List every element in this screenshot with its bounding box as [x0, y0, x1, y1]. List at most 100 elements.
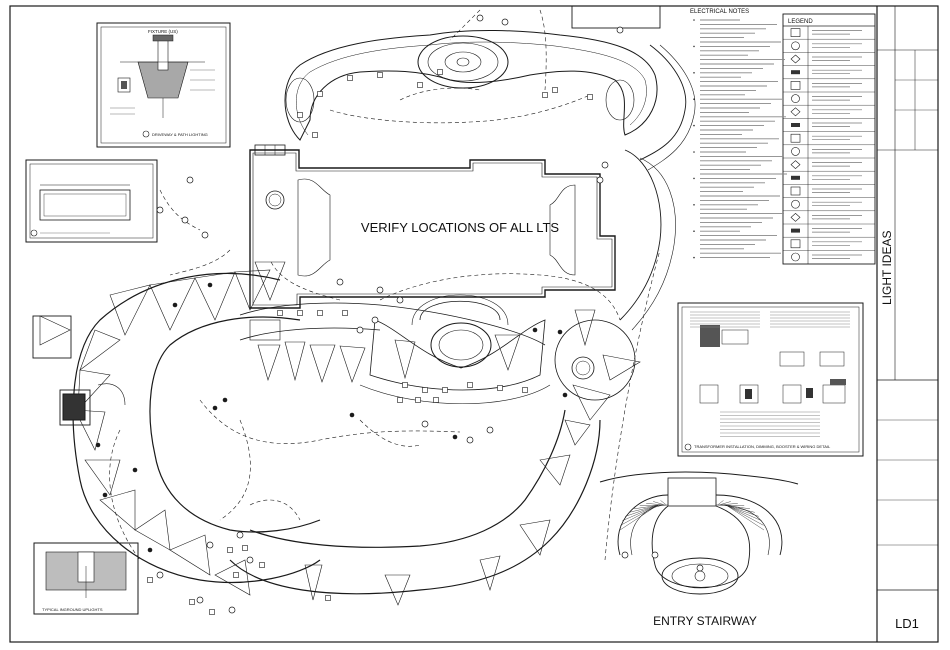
light-fixture-symbol — [236, 531, 244, 539]
note-bullet — [693, 124, 695, 127]
light-fixture-symbol — [422, 387, 428, 393]
transformer-detail-label: TRANSFORMER INSTALLATION, DIMMING, BOOST… — [694, 444, 831, 449]
fixture-detail — [96, 22, 231, 148]
light-fixture-symbol — [417, 82, 423, 88]
light-fixture-symbol — [696, 564, 704, 572]
light-fixture-symbol — [181, 216, 189, 224]
light-fixture-symbol — [601, 161, 609, 169]
light-fixture-symbol — [317, 91, 323, 97]
light-fixture-symbol — [421, 420, 429, 428]
uplight-beam — [339, 345, 366, 383]
light-fixture-symbol — [396, 296, 404, 304]
garden-loop — [284, 30, 696, 331]
uplight-beam — [519, 519, 551, 556]
light-fixture-symbol — [397, 397, 403, 403]
inground-detail — [33, 542, 139, 615]
legend-box — [782, 13, 876, 265]
left-structure — [32, 315, 126, 426]
uplight-beam — [134, 509, 171, 551]
light-fixture-symbol — [415, 397, 421, 403]
fixture-dot — [349, 412, 355, 418]
entry-stairway — [599, 471, 799, 595]
uplight-beam — [257, 344, 281, 382]
stair-step — [660, 500, 667, 506]
note-bullet — [693, 19, 695, 21]
stair-step — [653, 501, 665, 506]
stair-step — [724, 504, 759, 517]
uplight-beam — [564, 419, 591, 446]
legend-symbol — [791, 199, 800, 209]
fixture-dot — [102, 492, 108, 498]
note-bullet — [693, 45, 695, 48]
light-fixture-symbol — [433, 397, 439, 403]
uplight-beam — [149, 277, 196, 331]
uplight-beam — [79, 329, 121, 371]
light-fixture-symbol — [347, 75, 353, 81]
light-fixture-symbol — [356, 326, 364, 334]
uplight-beam — [304, 564, 323, 601]
light-fixture-symbol — [377, 72, 383, 78]
driveway-detail-label: DRIVEWAY & PATH LIGHTING — [152, 132, 208, 137]
light-fixture-symbol — [312, 132, 318, 138]
legend-symbol — [790, 54, 801, 64]
stair-step — [620, 504, 659, 526]
uplight-beam — [284, 341, 306, 382]
sheet-border — [9, 5, 939, 643]
stair-step — [724, 504, 755, 513]
light-fixture-symbol — [651, 551, 659, 559]
main-instruction-label: VERIFY LOCATIONS OF ALL LTS — [361, 220, 560, 235]
light-fixture-symbol — [542, 92, 548, 98]
light-fixture-symbol — [209, 609, 215, 615]
title-block — [876, 6, 938, 642]
fixture-dot — [207, 282, 213, 288]
legend-symbol — [790, 81, 801, 90]
light-fixture-symbol — [621, 551, 629, 559]
uplight-beam — [494, 334, 521, 371]
legend-symbol — [791, 94, 800, 103]
fixture-dot — [222, 397, 228, 403]
light-fixture-symbol — [297, 310, 303, 316]
fixture-dot — [172, 302, 178, 308]
light-fixture-symbol — [259, 562, 265, 568]
light-fixture-symbol — [497, 385, 503, 391]
note-bullet — [693, 177, 695, 180]
fixture-dot — [212, 405, 218, 411]
legend-symbol — [791, 123, 800, 127]
curved-path — [72, 272, 601, 595]
stair-step — [625, 504, 660, 517]
legend-symbol — [791, 41, 800, 51]
uplight-beam — [539, 454, 571, 486]
uplight-beam — [384, 574, 411, 606]
circuit-lines-center — [109, 189, 661, 561]
light-fixture-symbol — [317, 310, 323, 316]
light-fixture-symbol — [587, 94, 593, 100]
light-fixture-symbol — [201, 231, 209, 239]
light-fixtures — [95, 14, 704, 615]
light-fixture-symbol — [596, 176, 604, 184]
legend-symbol — [790, 239, 801, 249]
light-fixture-symbol — [336, 278, 344, 286]
uplight-beam — [214, 559, 251, 596]
note-bullet — [693, 256, 695, 259]
fixture-detail-title: FIXTURE (US) — [148, 29, 178, 34]
light-fixture-symbol — [402, 382, 408, 388]
uplight-beam — [194, 271, 236, 321]
light-fixture-symbol — [246, 556, 254, 564]
uplight-beam — [572, 384, 611, 421]
house-outline — [249, 144, 616, 309]
sheet-number: LD1 — [895, 616, 919, 631]
light-fixture-symbol — [342, 310, 348, 316]
stair-step — [725, 504, 765, 531]
stair-step — [629, 504, 660, 513]
light-fixture-symbol — [156, 206, 164, 214]
light-fixture-symbol — [147, 577, 153, 583]
fixture-dot — [532, 327, 538, 333]
legend-symbol — [790, 160, 801, 170]
circuit-lines-top — [329, 9, 591, 124]
legend-symbol — [791, 175, 800, 180]
uplight-beams — [39, 261, 641, 606]
uplight-beam — [84, 459, 121, 496]
light-fixture-symbol — [616, 26, 624, 34]
uplight-beam — [479, 555, 501, 592]
